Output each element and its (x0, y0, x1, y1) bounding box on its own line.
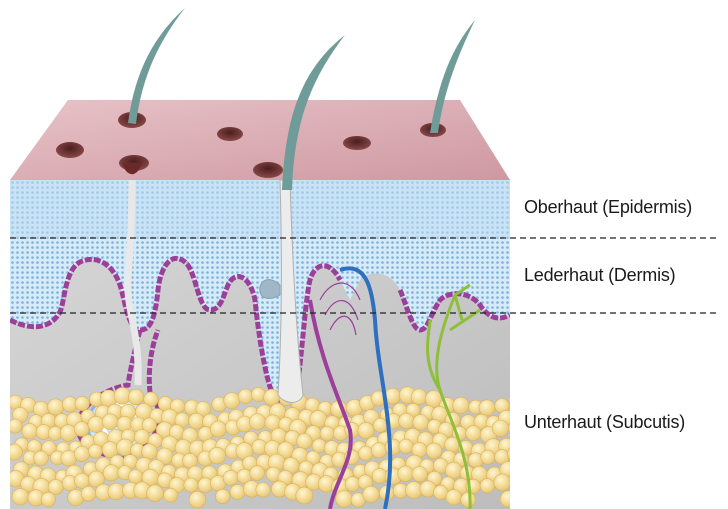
fat-cell (22, 423, 38, 439)
fat-cell (373, 418, 387, 432)
fat-cell (426, 443, 442, 459)
fat-cell (508, 445, 525, 462)
fat-cell (508, 420, 524, 436)
fat-cell (509, 471, 523, 485)
fat-cell (446, 489, 462, 505)
fat-cell (74, 422, 89, 437)
pore (343, 136, 371, 150)
fat-cell (358, 422, 374, 438)
fat-cell (445, 462, 462, 479)
fat-cell (75, 396, 89, 410)
label-subcutis: Unterhaut (Subcutis) (524, 412, 685, 433)
fat-cell (494, 474, 511, 491)
fat-cell (210, 421, 226, 437)
fat-cell (142, 444, 158, 460)
fat-cell (81, 487, 96, 502)
fat-cell (492, 420, 509, 437)
fat-cell (251, 387, 265, 401)
fat-cell (514, 436, 528, 450)
fat-cell (480, 479, 494, 493)
fat-cell (88, 444, 102, 458)
fat-cell (479, 400, 495, 416)
fat-cell (230, 485, 245, 500)
fat-cell (466, 426, 481, 441)
fat-cell (399, 413, 415, 429)
fat-cell (238, 389, 253, 404)
fat-cell (453, 397, 469, 413)
fat-cell (209, 447, 226, 464)
fat-cell (184, 478, 198, 492)
fat-cell (413, 415, 429, 431)
fat-cell (513, 461, 528, 476)
label-dermis: Lederhaut (Dermis) (524, 265, 675, 286)
fat-cell (103, 465, 119, 481)
fat-cell (363, 486, 379, 502)
fat-cell (249, 414, 265, 430)
fat-cell (250, 466, 265, 481)
fat-cell (371, 443, 386, 458)
fat-cell (509, 392, 523, 406)
fat-cell (34, 451, 49, 466)
fat-cell (461, 492, 476, 507)
fat-cell (310, 410, 327, 427)
fat-cell (345, 477, 360, 492)
pore (56, 142, 84, 158)
fat-cell (6, 444, 22, 460)
pore (253, 162, 283, 178)
fat-cell (117, 416, 132, 431)
fat-cell (398, 466, 414, 482)
fat-cell (264, 389, 280, 405)
fat-cell (41, 492, 56, 507)
pore (217, 127, 243, 141)
fat-cell (320, 426, 334, 440)
fat-cell (48, 399, 64, 415)
sebaceous-gland (260, 280, 280, 299)
fat-cell (296, 487, 313, 504)
fat-cell (399, 439, 413, 453)
fat-cell (411, 389, 427, 405)
fat-cell (102, 414, 118, 430)
fat-cell (147, 485, 164, 502)
fat-cell (216, 489, 230, 503)
fat-cell (256, 483, 271, 498)
fat-cell (189, 491, 206, 508)
fat-cell (129, 470, 143, 484)
fat-cell (164, 488, 178, 502)
fat-cell (134, 430, 149, 445)
fat-cell (359, 446, 373, 460)
epidermis-band (10, 180, 510, 238)
label-epidermis: Oberhaut (Epidermis) (524, 197, 692, 218)
fat-cell (336, 491, 353, 508)
fat-cell (74, 446, 89, 461)
fat-cell (189, 413, 205, 429)
fat-cell (297, 434, 312, 449)
fat-cell (412, 466, 427, 481)
fat-cell (224, 393, 240, 409)
fat-cell (128, 389, 144, 405)
fat-cell (223, 470, 238, 485)
fat-cell (74, 473, 89, 488)
fat-cell (108, 483, 125, 500)
fat-cell (481, 450, 495, 464)
fat-cell (513, 486, 527, 500)
fat-cell (8, 419, 22, 433)
fat-cell (12, 488, 29, 505)
fat-cell (500, 491, 516, 507)
fat-cell (117, 439, 134, 456)
fat-cell (88, 416, 104, 432)
